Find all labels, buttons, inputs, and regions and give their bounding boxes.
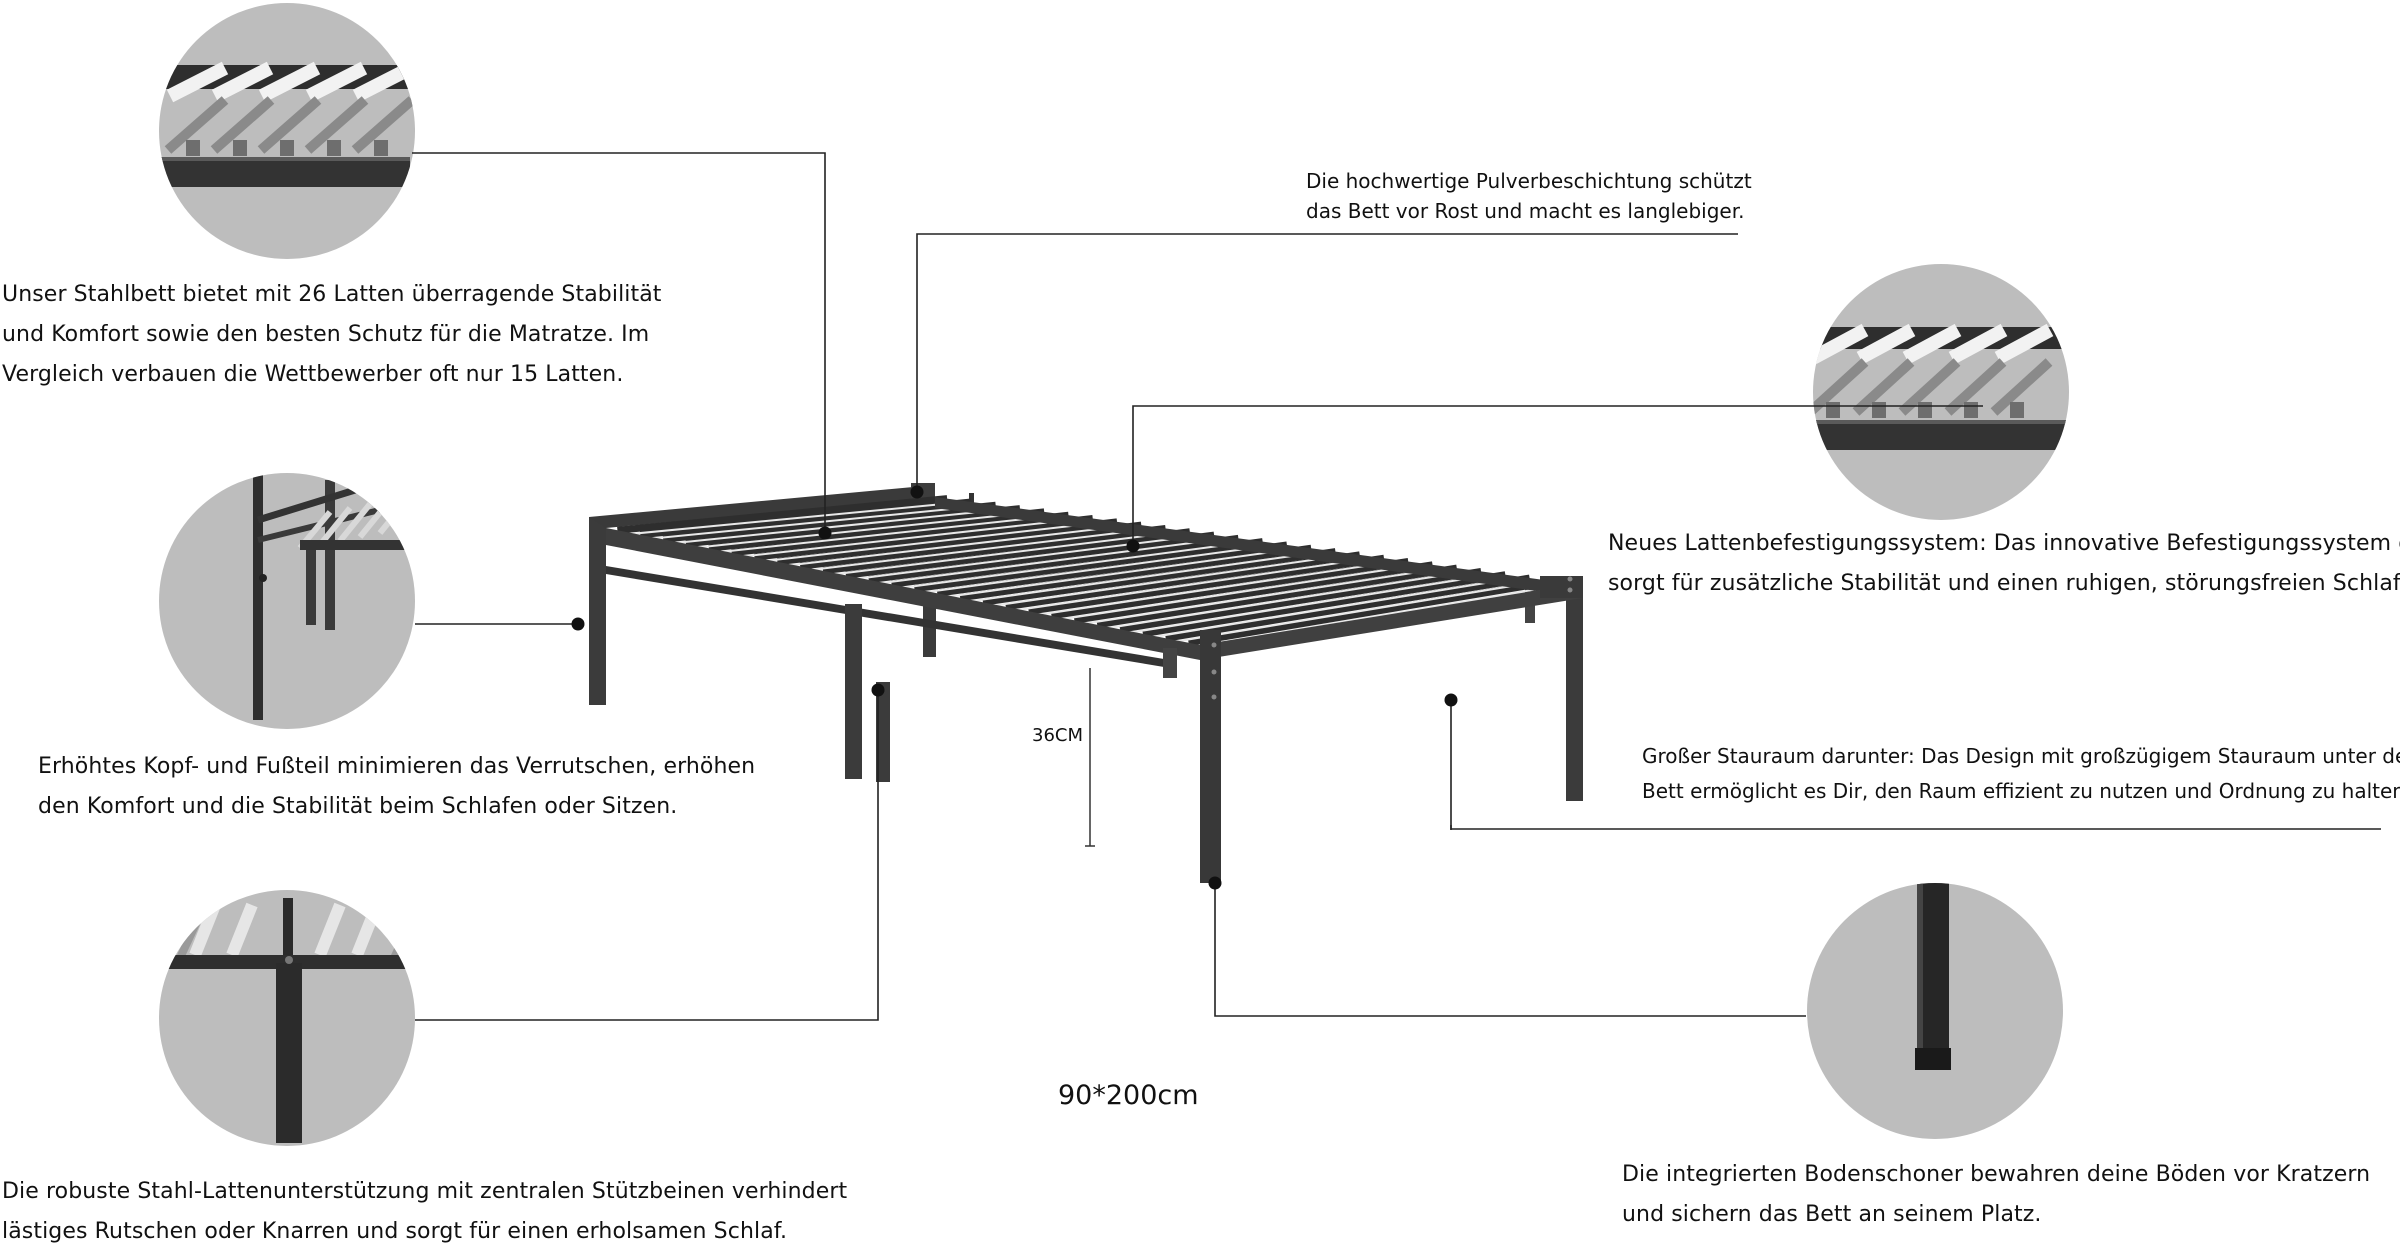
callout-line: Die robuste Stahl-Lattenunterstützung mi… <box>2 1179 848 1204</box>
bed-slat <box>891 534 1239 588</box>
bed-slat-highlight <box>754 522 1093 564</box>
callout-line: lästiges Rutschen oder Knarren und sorgt… <box>2 1219 788 1244</box>
bed-slat <box>1119 567 1482 633</box>
height-measurement: 36CM <box>1032 725 1084 746</box>
bed-slat <box>799 521 1142 570</box>
bed-slat <box>1096 564 1458 629</box>
callout-line: den Komfort und die Stabilität beim Schl… <box>38 794 678 819</box>
callout-line: Erhöhtes Kopf- und Fußteil minimieren da… <box>38 754 756 779</box>
bed-slat <box>868 531 1215 584</box>
callout-storage-text: Großer Stauraum darunter: Das Design mit… <box>1642 739 2400 809</box>
bed-slat-highlight <box>617 502 948 537</box>
bed-slat <box>1028 554 1385 615</box>
callout-line: Unser Stahlbett bietet mit 26 Latten übe… <box>2 282 662 307</box>
bed-slat-highlight <box>1142 578 1506 640</box>
bed-slat-highlight <box>959 552 1312 604</box>
callout-headboard-text: Erhöhtes Kopf- und Fußteil minimieren da… <box>38 747 755 827</box>
callout-line: Großer Stauraum darunter: Das Design mit… <box>1642 744 2400 768</box>
detail-circle-floor <box>1807 883 2063 1139</box>
bed-slat <box>617 495 948 534</box>
detail-circle-headboard <box>159 473 415 729</box>
callout-line: Vergleich verbauen die Wettbewerber oft … <box>2 362 624 387</box>
callout-line: und Komfort sowie den besten Schutz für … <box>2 322 650 347</box>
callout-line: Neues Lattenbefestigungssystem: Das inno… <box>1608 531 2400 556</box>
callout-dots <box>571 485 1458 890</box>
callout-floor-text: Die integrierten Bodenschoner bewahren d… <box>1622 1155 2370 1235</box>
bed-slat <box>1073 561 1434 624</box>
callout-line: Bett ermöglicht es Dir, den Raum effizie… <box>1642 779 2400 803</box>
bed-slat-highlight <box>777 525 1118 568</box>
bed-slat <box>1165 574 1531 642</box>
bed-slat-highlight <box>1051 565 1409 622</box>
bed-slat <box>1142 571 1506 638</box>
bed-slat <box>1187 577 1555 647</box>
bed-slat-highlight <box>982 555 1336 609</box>
bed-slat-highlight <box>1165 582 1530 645</box>
size-measurement: 90*200cm <box>1058 1080 1199 1111</box>
bed-slat-highlight <box>1028 562 1385 618</box>
bed-slat-highlight <box>731 519 1069 559</box>
bed-slat-highlight <box>663 509 996 546</box>
bed-slat <box>822 524 1166 575</box>
bed-slat <box>913 538 1264 593</box>
bed-slat <box>982 548 1336 606</box>
bed-slat-highlight <box>1097 572 1457 631</box>
bed-slat-highlight <box>1074 568 1433 627</box>
detail-circle-fixing <box>1813 264 2069 520</box>
bed-slat <box>776 518 1118 566</box>
bed-slat-highlight <box>640 505 972 541</box>
callout-line: Die integrierten Bodenschoner bewahren d… <box>1622 1162 2371 1187</box>
bed-slat-highlight <box>708 515 1045 555</box>
bed-slat-highlight <box>1119 575 1482 636</box>
callout-fixing-text: Neues Lattenbefestigungssystem: Das inno… <box>1608 524 2400 604</box>
bed-slat <box>731 511 1069 557</box>
detail-circle-slats <box>159 3 415 259</box>
bed-slat <box>708 508 1045 552</box>
bed-slat <box>1050 558 1409 620</box>
bed-slat <box>754 515 1094 561</box>
bed-slat <box>959 544 1312 602</box>
callout-leader-lines <box>412 152 2381 1021</box>
bed-slat-highlight <box>800 529 1142 573</box>
bed-slat-highlight <box>685 512 1021 550</box>
bed-slat-highlight <box>891 542 1239 591</box>
callout-support-text: Die robuste Stahl-Lattenunterstützung mi… <box>2 1172 847 1252</box>
callout-line: sorgt für zusätzliche Stabilität und ein… <box>1608 571 2400 596</box>
bed-slat-highlight <box>1005 558 1360 613</box>
detail-circle-support <box>159 890 415 1146</box>
bed-slat <box>936 541 1288 597</box>
callout-line: Die hochwertige Pulverbeschichtung schüt… <box>1306 169 1752 193</box>
callout-line: und sichern das Bett an seinem Platz. <box>1622 1202 2042 1227</box>
bed-slat <box>1005 551 1361 611</box>
bed-slat-highlight <box>822 532 1166 577</box>
bed-slat-highlight <box>914 545 1263 595</box>
callout-slats-text: Unser Stahlbett bietet mit 26 Latten übe… <box>2 275 662 395</box>
bed-slat-highlight <box>868 539 1215 586</box>
callout-line: das Bett vor Rost und macht es langlebig… <box>1306 199 1745 223</box>
bed-slat-highlight <box>937 548 1288 600</box>
bed-frame-illustration <box>589 483 1583 883</box>
callout-coating-text: Die hochwertige Pulverbeschichtung schüt… <box>1306 166 1752 226</box>
